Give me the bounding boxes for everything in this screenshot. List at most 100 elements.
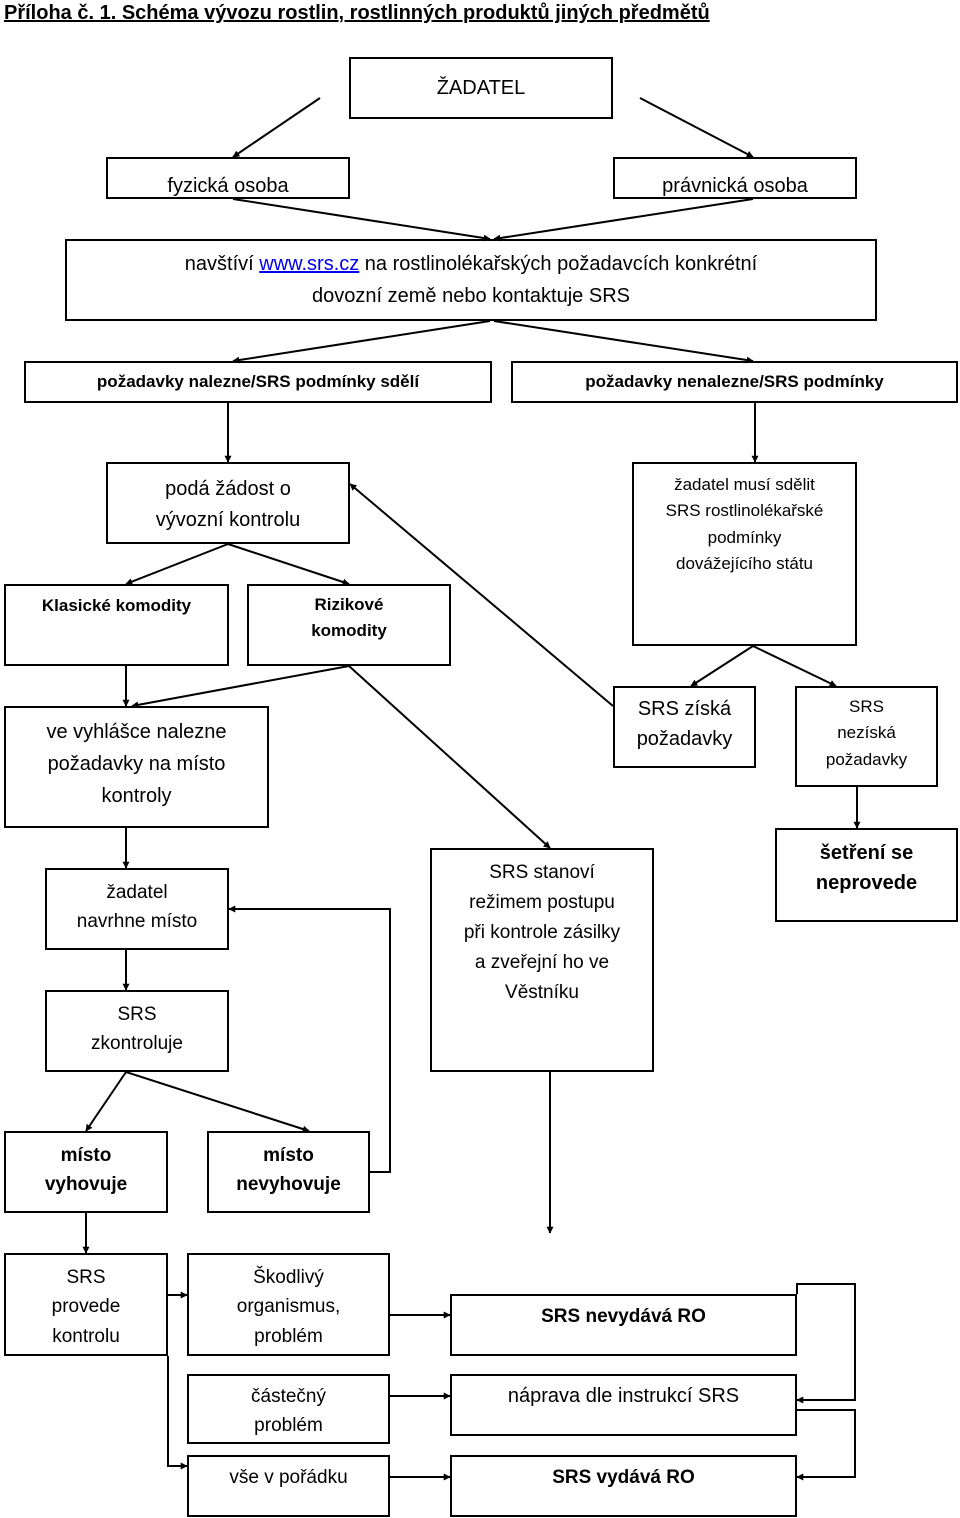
node-line: při kontrole zásilky xyxy=(463,922,621,944)
node-label: ŽADATEL xyxy=(436,76,526,99)
node-line: SRS xyxy=(117,1004,157,1025)
node-label: požadavky nalezne/SRS podmínky sdělí xyxy=(96,371,420,391)
node-label: vše v pořádku xyxy=(229,1467,348,1488)
node-line: zkontroluje xyxy=(91,1033,183,1055)
node-line-2: dovozní země nebo kontaktuje SRS xyxy=(312,285,630,307)
node-pravnicka-osoba: právnická osoba xyxy=(613,157,857,199)
node-line: žadatel xyxy=(106,882,168,903)
srs-web-link[interactable]: www.srs.cz xyxy=(259,253,360,275)
node-skodlivy-organismus: Škodlivý organismus, problém xyxy=(187,1253,390,1356)
node-line: SRS xyxy=(66,1267,106,1288)
arrow-naprava-to-vydava xyxy=(796,1409,856,1481)
arrow-provede-to-poradku xyxy=(167,1356,188,1470)
arrow-poda-to-klasicke xyxy=(125,543,229,585)
node-line: ve vyhlášce nalezne xyxy=(46,721,227,743)
node-setreni-se-neprovede: šetření se neprovede xyxy=(775,828,958,922)
node-line: nezíská xyxy=(837,723,896,743)
node-text: navštíví xyxy=(184,253,260,275)
node-line: Věstníku xyxy=(505,982,579,1004)
node-line: SRS xyxy=(849,697,884,716)
node-line: organismus, xyxy=(236,1296,341,1318)
node-line: provede xyxy=(51,1296,121,1318)
node-line: neprovede xyxy=(815,872,918,894)
node-srs-nevydava-ro: SRS nevydává RO xyxy=(450,1294,797,1356)
node-zadatel-navrhne-misto: žadatel navrhne místo xyxy=(45,868,229,950)
node-line: SRS stanoví xyxy=(489,862,595,883)
arrow-nevyhovuje-to-navrhne xyxy=(228,905,391,1173)
arrow-nevydava-to-naprava xyxy=(796,1283,856,1404)
node-line: nevyhovuje xyxy=(236,1174,341,1196)
arrow-poda-to-rizikove xyxy=(227,543,350,586)
node-line: požadavky na místo xyxy=(47,753,226,775)
node-srs-zkontroluje: SRS zkontroluje xyxy=(45,990,229,1072)
node-line: Škodlivý xyxy=(253,1267,324,1288)
node-line: kontroly xyxy=(101,785,172,807)
arrow-pravnicka-to-navstivi xyxy=(493,198,754,242)
node-line: problém xyxy=(254,1325,323,1347)
node-castecny-problem: částečný problém xyxy=(187,1374,390,1444)
node-label: Klasické komodity xyxy=(41,596,192,615)
node-label: SRS vydává RO xyxy=(552,1467,695,1488)
node-line: místo xyxy=(60,1145,112,1166)
node-line: místo xyxy=(263,1145,314,1166)
node-label: právnická osoba xyxy=(662,175,808,197)
node-line-1: navštíví www.srs.cz na rostlinolékařskýc… xyxy=(185,248,757,280)
node-zadatel-musi-sdelit: žadatel musí sdělit SRS rostlinolékařské… xyxy=(632,462,857,646)
node-text: na rostlinolékařských požadavcích konkré… xyxy=(359,253,758,275)
node-naprava-dle-instrukci: náprava dle instrukcí SRS xyxy=(450,1374,797,1436)
node-line: vyhovuje xyxy=(44,1174,128,1196)
arrow-fyzicka-to-navstivi xyxy=(232,198,491,242)
node-navstivi-web: navštíví www.srs.cz na rostlinolékařskýc… xyxy=(65,239,877,321)
node-line: a zveřejní ho ve xyxy=(474,952,610,974)
node-line: Rizikové xyxy=(314,595,384,614)
node-line: problém xyxy=(254,1415,323,1437)
node-rizikove-komodity: Rizikové komodity xyxy=(247,584,451,666)
node-line: kontrolu xyxy=(52,1325,120,1347)
node-klasicke-komodity: Klasické komodity xyxy=(4,584,229,666)
node-misto-vyhovuje: místo vyhovuje xyxy=(4,1131,168,1213)
node-line: SRS získá xyxy=(637,698,732,720)
node-label: požadavky nenalezne/SRS podmínky xyxy=(585,371,884,391)
node-fyzicka-osoba: fyzická osoba xyxy=(106,157,350,199)
node-line: režimem postupu xyxy=(469,892,615,914)
node-line: navrhne místo xyxy=(76,911,198,933)
arrow-zkontroluje-to-nevyhovuje xyxy=(125,1071,310,1133)
node-srs-provede-kontrolu: SRS provede kontrolu xyxy=(4,1253,168,1356)
node-pozadavky-nalezne: požadavky nalezne/SRS podmínky sdělí xyxy=(24,361,492,403)
node-label: SRS nevydává RO xyxy=(541,1306,706,1327)
node-line: požadavky xyxy=(825,749,908,769)
node-srs-stanovi: SRS stanoví režimem postupu při kontrole… xyxy=(430,848,654,1072)
arrow-musi-sdelit-to-neziska xyxy=(752,645,837,687)
arrow-navstivi-to-nenalezne xyxy=(493,320,754,364)
arrow-navstivi-to-nalezne xyxy=(232,320,491,364)
node-zadatel: ŽADATEL xyxy=(349,57,613,119)
node-label: fyzická osoba xyxy=(167,175,289,197)
node-line: podmínky xyxy=(707,527,782,547)
node-label: náprava dle instrukcí SRS xyxy=(507,1385,740,1407)
node-vse-v-poradku: vše v pořádku xyxy=(187,1455,390,1517)
node-line: dovážejícího státu xyxy=(675,554,814,574)
node-line: komodity xyxy=(311,621,387,641)
node-misto-nevyhovuje: místo nevyhovuje xyxy=(207,1131,370,1213)
node-poda-zadost: podá žádost o vývozní kontrolu xyxy=(106,462,350,544)
node-line: vývozní kontrolu xyxy=(155,509,301,531)
arrow-rizikove-to-vyhlasce xyxy=(131,665,350,709)
node-line: SRS rostlinolékařské xyxy=(665,501,824,521)
node-srs-ziska: SRS získá požadavky xyxy=(613,686,756,768)
node-line: šetření se xyxy=(819,842,914,864)
page-title: Příloha č. 1. Schéma vývozu rostlin, ros… xyxy=(4,2,710,24)
node-pozadavky-nenalezne: požadavky nenalezne/SRS podmínky xyxy=(511,361,958,403)
arrow-musi-sdelit-to-ziska xyxy=(690,645,754,687)
node-line: požadavky xyxy=(636,728,733,750)
arrow-rizikove-to-stanovi xyxy=(348,665,551,849)
arrow-zadatel-to-pravnicka xyxy=(639,97,754,158)
node-line: částečný xyxy=(251,1386,326,1407)
arrow-zadatel-to-fyzicka xyxy=(232,97,321,158)
arrow-zkontroluje-to-vyhovuje xyxy=(85,1071,127,1132)
node-srs-vydava-ro: SRS vydává RO xyxy=(450,1455,797,1517)
node-srs-neziska: SRS nezíská požadavky xyxy=(795,686,938,787)
node-line: podá žádost o xyxy=(165,478,291,500)
node-ve-vyhlasce: ve vyhlášce nalezne požadavky na místo k… xyxy=(4,706,269,828)
arrow-ziska-to-poda xyxy=(349,483,614,707)
